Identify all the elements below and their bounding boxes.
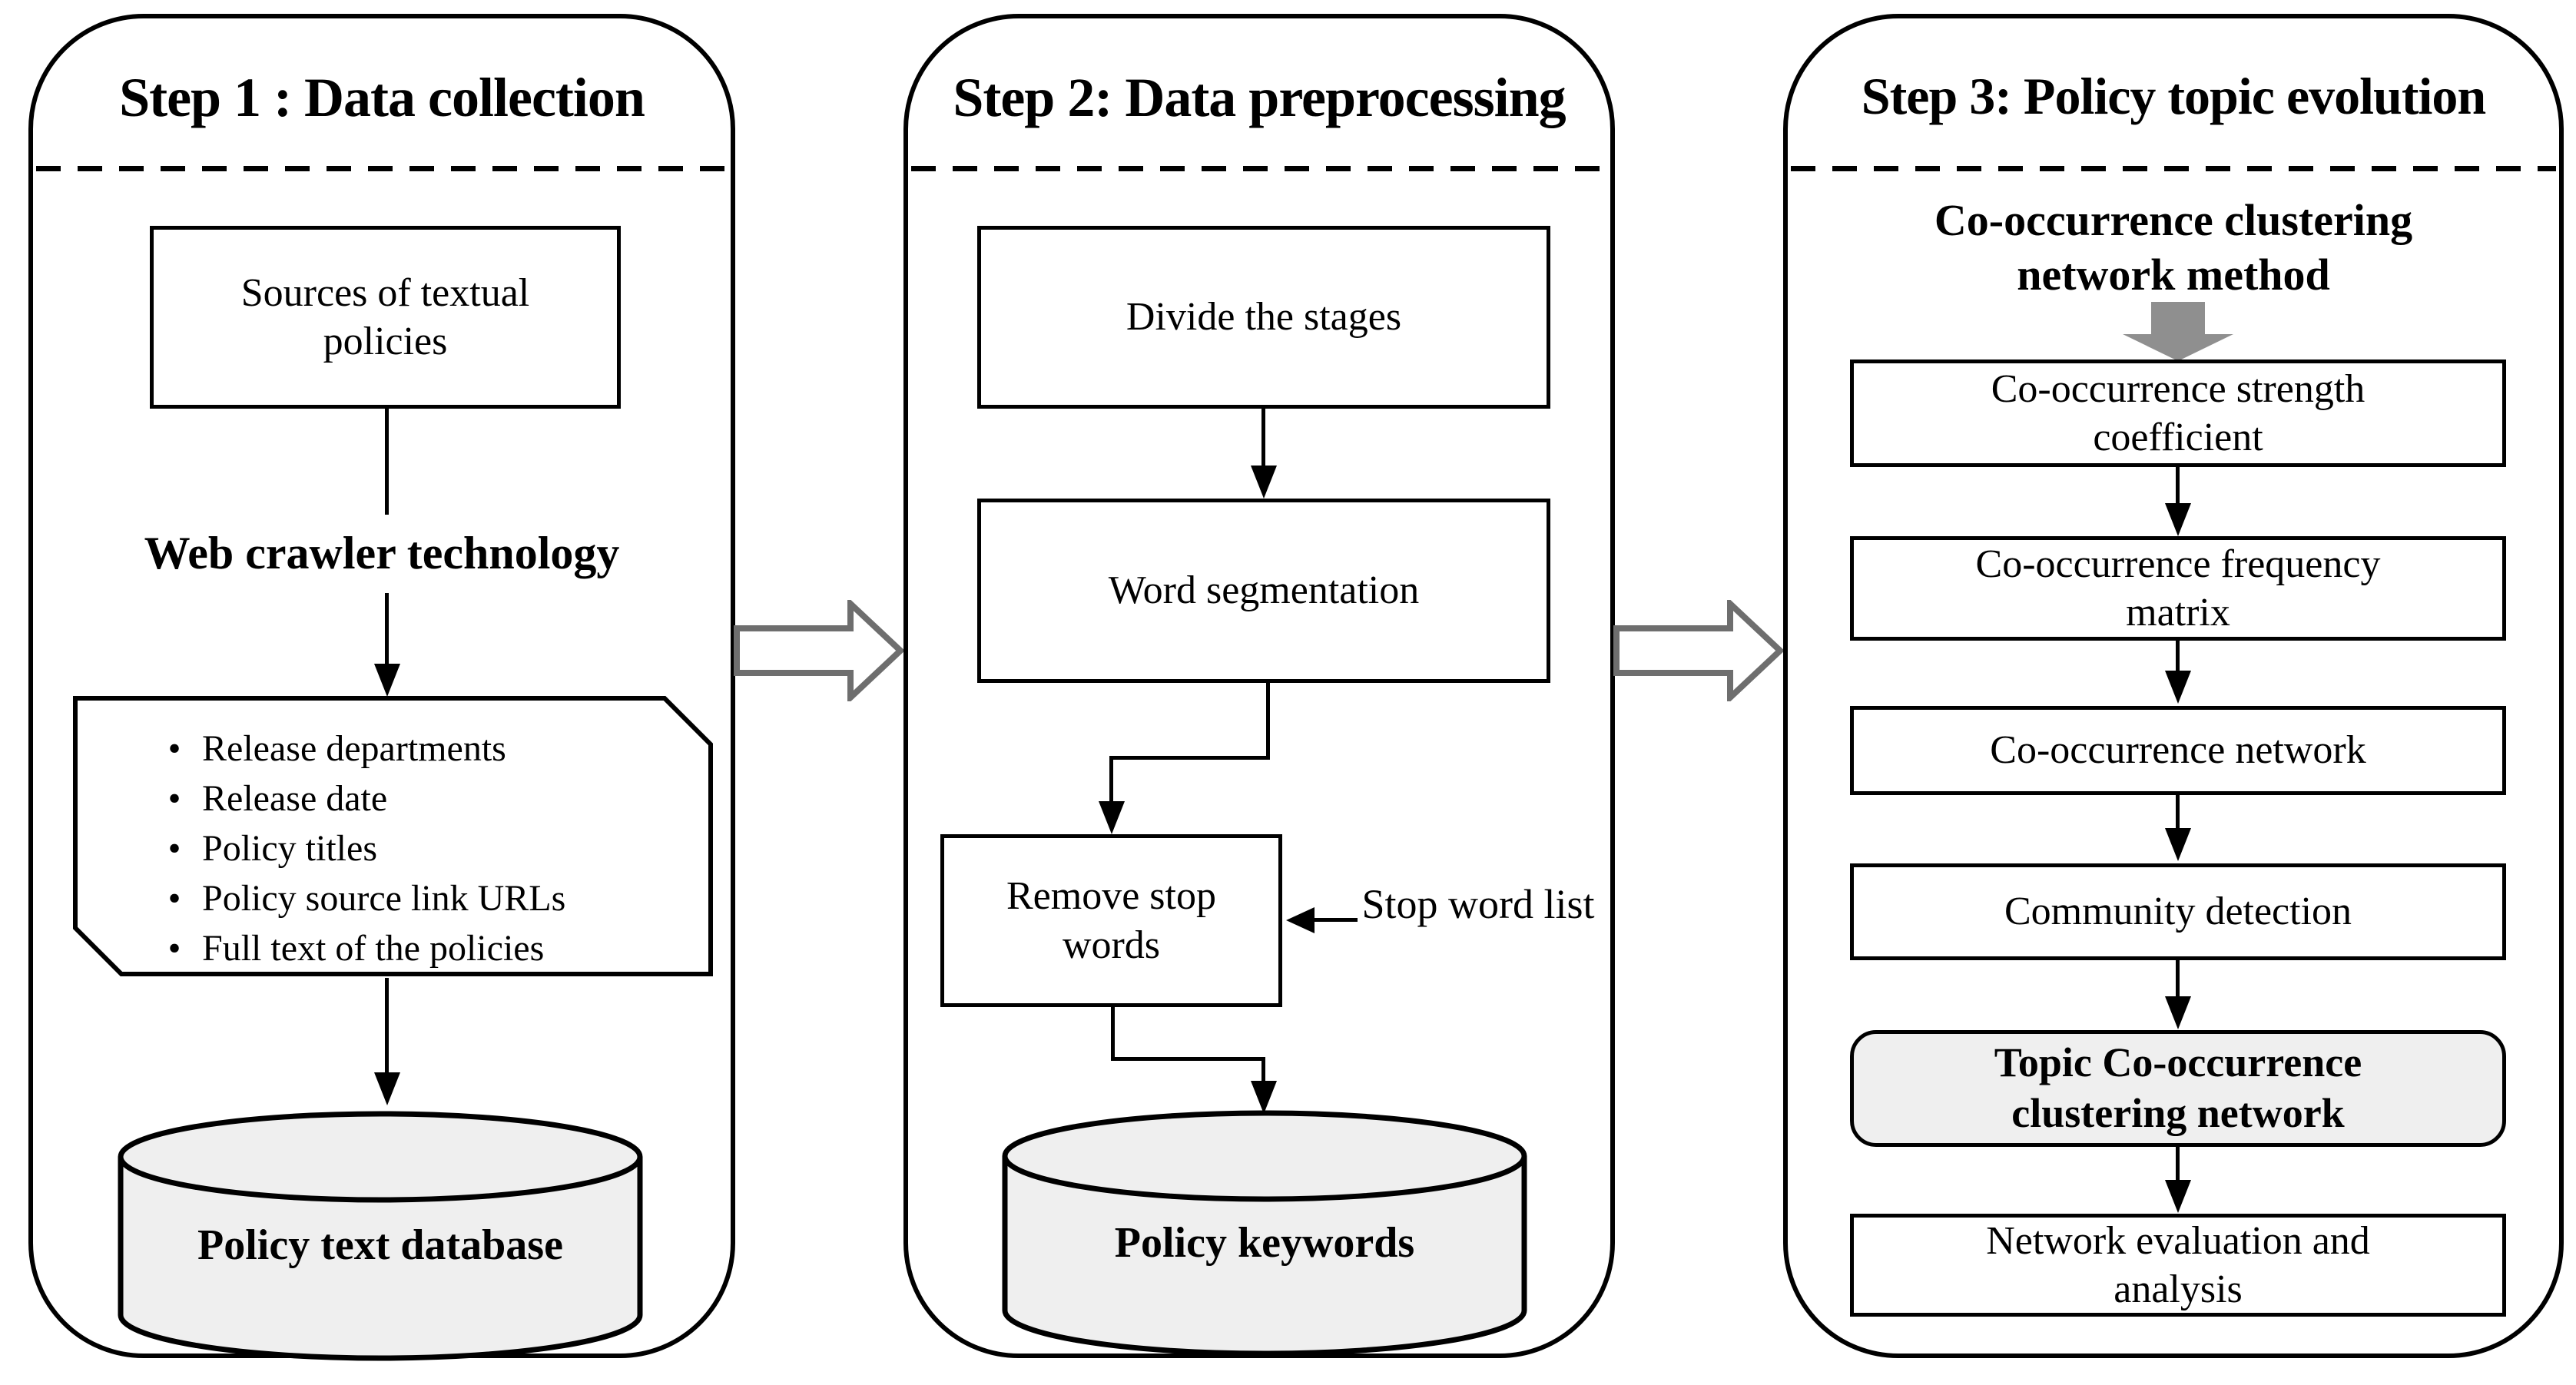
connector-line xyxy=(2176,466,2180,505)
network-evaluation-and-analysis-box: Network evaluation and analysis xyxy=(1850,1214,2506,1317)
strength-box-label: Co-occurrence strength coefficient xyxy=(1991,366,2365,459)
arrowhead-down-icon xyxy=(1251,466,1277,499)
topic-box-label: Topic Co-occurrence clustering network xyxy=(1994,1039,2362,1136)
co-occurrence-network-box: Co-occurrence network xyxy=(1850,706,2506,795)
connector-line xyxy=(2176,794,2180,830)
policy-text-database-label: Policy text database xyxy=(197,1221,563,1270)
panel3-dashed-divider xyxy=(1791,166,2556,171)
connector-line xyxy=(1261,407,1265,467)
crawled-fields-list: • Release departments • Release date • Poli… xyxy=(147,724,690,973)
method-label: Co-occurrence clustering network method xyxy=(1934,195,2413,300)
list-item: • Release date xyxy=(147,774,690,823)
arrowhead-down-icon xyxy=(2165,1180,2191,1213)
elbow-connector xyxy=(1109,756,1113,803)
step2-to-step3-arrow-icon xyxy=(1613,600,1785,701)
bullet-icon: • xyxy=(167,878,181,919)
list-item-label: Full text of the policies xyxy=(202,928,545,969)
list-item-label: Release departments xyxy=(202,728,506,769)
list-item: • Policy source link URLs xyxy=(147,873,690,923)
elbow-connector xyxy=(1261,1057,1265,1083)
bullet-icon: • xyxy=(167,828,181,869)
connector-line xyxy=(385,978,389,1075)
segmentation-box-label: Word segmentation xyxy=(1108,568,1420,613)
panel-step2: Step 2: Data preprocessing Divide the st… xyxy=(903,14,1615,1358)
arrowhead-down-icon xyxy=(2165,671,2191,704)
card-shape xyxy=(73,696,713,976)
elbow-connector xyxy=(1111,1006,1115,1061)
list-item: • Release departments xyxy=(147,724,690,774)
co-occurrence-frequency-matrix-box: Co-occurrence frequency matrix xyxy=(1850,536,2506,641)
web-crawler-technology-label: Web crawler technology xyxy=(144,528,620,578)
panel2-title: Step 2: Data preprocessing xyxy=(953,67,1566,128)
step1-to-step2-arrow-icon xyxy=(734,600,905,701)
elbow-connector xyxy=(1111,1057,1265,1061)
elbow-connector xyxy=(1266,681,1270,760)
cylinder-shape xyxy=(118,1111,643,1361)
sources-of-textual-policies-box: Sources of textual policies xyxy=(150,226,621,409)
divide-box-label: Divide the stages xyxy=(1126,295,1402,340)
arrowhead-down-icon xyxy=(1099,801,1125,834)
stop-word-list-label: Stop word list xyxy=(1361,881,1595,927)
list-item-label: Policy titles xyxy=(202,828,377,869)
network-box-label: Co-occurrence network xyxy=(1990,728,2366,773)
evaluation-box-label: Network evaluation and analysis xyxy=(1986,1218,2370,1311)
panel1-title: Step 1 : Data collection xyxy=(119,67,645,128)
arrowhead-left-icon xyxy=(1286,907,1315,933)
policy-keywords-label: Policy keywords xyxy=(1114,1219,1415,1267)
connector-line xyxy=(2176,959,2180,999)
community-detection-box: Community detection xyxy=(1850,863,2506,960)
bullet-icon: • xyxy=(167,928,181,969)
list-item-label: Release date xyxy=(202,778,388,819)
remove-stop-words-box: Remove stop words xyxy=(940,834,1282,1007)
crawled-fields-card: • Release departments • Release date • Poli… xyxy=(73,696,713,976)
list-item: • Full text of the policies xyxy=(147,923,690,973)
elbow-connector xyxy=(1109,756,1270,760)
arrowhead-down-icon xyxy=(2165,996,2191,1029)
connector-line xyxy=(2176,1145,2180,1182)
panel3-title: Step 3: Policy topic evolution xyxy=(1861,67,2486,125)
arrowhead-down-icon xyxy=(374,664,400,697)
connector-line xyxy=(1313,918,1358,922)
arrowhead-down-icon xyxy=(2165,503,2191,536)
community-box-label: Community detection xyxy=(2004,890,2352,934)
arrowhead-down-icon xyxy=(374,1072,400,1105)
co-occurrence-strength-coefficient-box: Co-occurrence strength coefficient xyxy=(1850,360,2506,467)
frequency-box-label: Co-occurrence frequency matrix xyxy=(1975,542,2381,635)
list-item: • Policy titles xyxy=(147,823,690,873)
arrowhead-down-icon xyxy=(1251,1081,1277,1114)
panel-step3: Step 3: Policy topic evolution Co-occurr… xyxy=(1783,14,2564,1358)
remove-box-label: Remove stop words xyxy=(1006,874,1216,967)
connector-line xyxy=(2176,639,2180,673)
connector-line xyxy=(385,593,389,667)
panel1-dashed-divider xyxy=(36,166,728,171)
cylinder-shape xyxy=(1002,1110,1527,1357)
list-item-label: Policy source link URLs xyxy=(202,878,566,919)
policy-keywords-cylinder: Policy keywords xyxy=(1002,1108,1527,1358)
panel-step1: Step 1 : Data collection Sources of text… xyxy=(28,14,735,1361)
divide-the-stages-box: Divide the stages xyxy=(977,226,1550,409)
policy-text-database-cylinder: Policy text database xyxy=(118,1109,643,1363)
topic-co-occurrence-clustering-network-box: Topic Co-occurrence clustering network xyxy=(1850,1030,2506,1147)
sources-box-label: Sources of textual policies xyxy=(240,270,530,363)
arrowhead-down-icon xyxy=(2165,828,2191,861)
bullet-icon: • xyxy=(167,728,181,769)
word-segmentation-box: Word segmentation xyxy=(977,499,1550,683)
connector-line xyxy=(385,407,389,515)
method-block-arrow-icon xyxy=(2123,302,2233,361)
panel2-dashed-divider xyxy=(911,166,1607,171)
bullet-icon: • xyxy=(167,778,181,819)
